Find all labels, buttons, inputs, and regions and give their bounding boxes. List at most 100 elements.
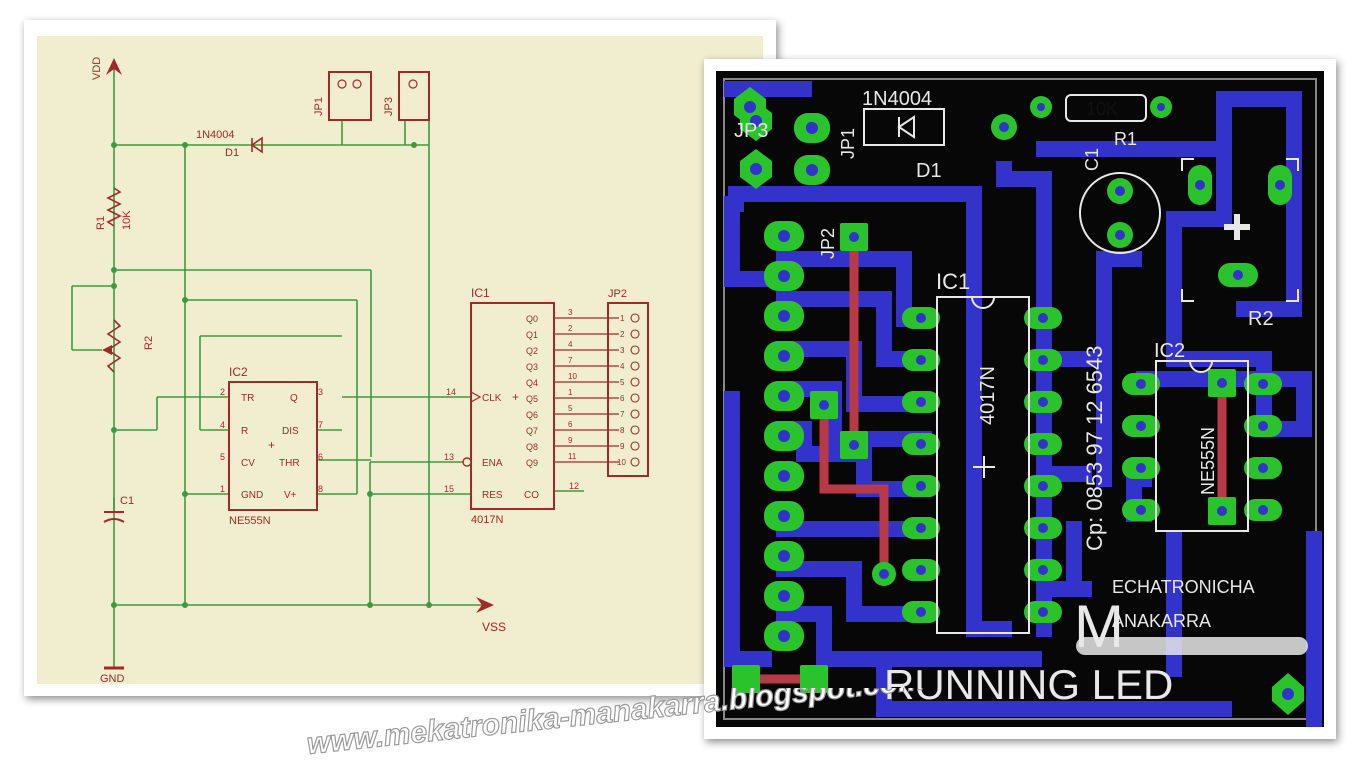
ic2-name: IC2 [229,365,248,379]
vss-arrow-icon [476,597,494,613]
ic1-pin-label: RES [482,490,503,501]
vdd-arrow-icon [106,58,122,75]
pcb-r1-name: R1 [1114,129,1137,149]
jp2-pin-num: 9 [620,442,625,451]
ic2-pin-label: Q [290,393,298,404]
c1-name: C1 [120,495,134,507]
q-label: Q0 [526,314,538,324]
ic2-pin-num: 8 [318,484,323,494]
ic1-pin-label: ENA [482,458,503,469]
d1-value: 1N4004 [196,129,235,141]
ic1-co-label: CO [524,490,539,501]
potentiometer-r2: R2 [102,319,155,373]
q-label: Q6 [526,410,538,420]
jumper-jp1: JP1 [313,71,372,121]
resistor-r1: R1 10K [95,187,133,230]
jp2-pin-num: 1 [620,314,625,323]
q-num: 5 [568,404,573,413]
jp2-pin-num: 10 [617,458,626,467]
pcb-jp1-label: JP1 [838,128,858,159]
silkscreen [863,94,1299,634]
ic1-pin-num: 15 [444,484,454,494]
capacitor-c1: C1 [103,495,134,523]
pcb-ic2-part: NE555N [1198,427,1218,495]
ic1-co-num: 12 [569,481,579,491]
ic1-4017: IC1 4017N CLK ENA RES 14 1 3 15 CO 12 + Q… [444,286,579,526]
ic1-pin-num: 14 [446,387,456,397]
jp1-label: JP1 [313,97,325,116]
schematic-wires [71,65,584,668]
ic1-pin-label: CLK [482,393,502,404]
schematic-diagram: VDD VSS GND 1N4004 D1 R1 10K R2 C1 JP1 [37,36,763,685]
silkscreen-text: 1N4004 D1 10K R1 C1 R2 IC1 4017N IC2 NE5… [734,88,1274,708]
q-num: 1 [568,388,573,397]
vdd-label: VDD [91,57,103,80]
jp2-pin-num: 2 [620,330,625,339]
jp2-label: JP2 [608,288,627,300]
d1-name: D1 [225,147,239,159]
ic2-ne555: IC2 NE555N TR R CV GND 2 4 5 1 Q DIS THR… [220,365,323,527]
q-label: Q1 [526,330,538,340]
q-num: 6 [568,420,573,429]
ic2-pin-label: TR [241,393,254,404]
pcb-panel: 1N4004 D1 10K R1 C1 R2 IC1 4017N IC2 NE5… [704,59,1336,739]
q-label: Q7 [526,426,538,436]
q-num: 3 [568,308,573,317]
jp2-pin-num: 5 [620,378,625,387]
pcb-d1-name: D1 [916,160,942,182]
r1-name: R1 [95,216,107,230]
drill-holes [744,101,1294,700]
ic1-part: 4017N [471,514,503,526]
pcb-r2-name: R2 [1248,308,1274,330]
q-num: 2 [568,324,573,333]
jp3-label: JP3 [383,97,395,116]
pcb-ic1-part: 4017N [977,366,999,425]
r1-value: 10K [121,210,133,230]
pcb-layout: 1N4004 D1 10K R1 C1 R2 IC1 4017N IC2 NE5… [704,59,1336,739]
pcb-r1-value: 10K [1086,99,1118,119]
ic2-pin-num: 3 [318,387,323,397]
q-label: Q5 [526,394,538,404]
svg-text:+: + [512,390,519,404]
jumper-jp3: JP3 [383,71,430,121]
ic2-part: NE555N [229,515,271,527]
q-num: 9 [568,436,573,445]
ic1-output-labels: Q0 Q1 Q2 Q3 Q4 Q5 Q6 Q7 Q8 Q9 [526,314,538,468]
ic2-pin-num: 6 [318,452,323,462]
vss-label: VSS [482,620,506,634]
schematic-panel: VDD VSS GND 1N4004 D1 R1 10K R2 C1 JP1 [24,20,776,696]
ic2-pin-label: V+ [284,490,297,501]
pcb-ic1-name: IC1 [936,269,970,294]
q-num: 11 [568,452,577,461]
pcb-brand-line1: ECHATRONICHA [1112,577,1255,597]
jp2-pin-num: 8 [620,426,625,435]
pcb-ic2-name: IC2 [1154,340,1185,362]
jumper-jp2: JP2 1 2 3 4 5 6 7 8 9 10 [607,288,649,477]
pcb-title: RUNNING LED [884,661,1173,708]
jp2-pin-num: 3 [620,346,625,355]
pcb-c1-name: C1 [1082,148,1102,171]
ic1-name: IC1 [471,286,490,300]
diode-d1: 1N4004 D1 [196,129,263,159]
pcb-brand-line2: ANAKARRA [1112,611,1211,631]
ic2-pin-num: 1 [220,484,225,494]
ic1-output-nums: 3 2 4 7 10 1 5 6 9 11 [568,308,577,461]
ic2-pin-label: GND [241,490,263,501]
pcb-phone: Cp: 0853 97 12 6543 [1082,345,1107,551]
watermark-text: www.mekatronika-manakarra.blogspot.com [305,688,926,761]
silkscreen-bar [1076,637,1308,655]
ic2-pin-num: 4 [220,420,225,430]
svg-text:+: + [268,438,275,452]
q-num: 4 [568,340,573,349]
ic2-pin-label: DIS [282,426,299,437]
r2-name: R2 [143,336,155,350]
ic2-pin-label: R [241,426,248,437]
q-num: 7 [568,356,573,365]
junction-dots [111,142,432,608]
watermark: www.mekatronika-manakarra.blogspot.com [305,688,927,762]
q-label: Q8 [526,442,538,452]
jp2-pin-num: 4 [620,362,625,371]
gnd-label: GND [100,673,125,685]
pcb-jp3-label: JP3 [734,120,768,142]
q-label: Q4 [526,378,538,388]
